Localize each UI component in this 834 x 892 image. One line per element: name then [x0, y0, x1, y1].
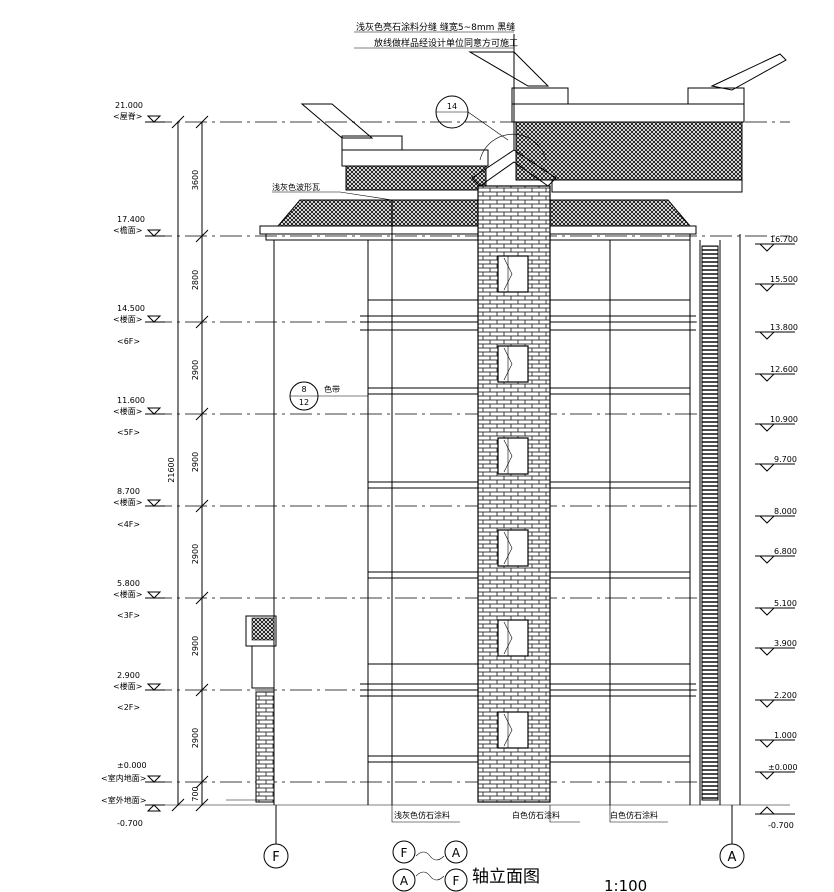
level-label: <楼面> [113, 314, 142, 324]
floor-label: <6F> [117, 337, 140, 346]
level-value: 14.500 [117, 304, 145, 313]
level-value: 1.000 [774, 731, 797, 740]
note-material-mid: 白色仿石涂料 [512, 810, 560, 820]
level-label: <楼面> [113, 406, 142, 416]
level-value: 5.100 [774, 599, 797, 608]
level-value: 8.000 [774, 507, 797, 516]
level-value: 3.900 [774, 639, 797, 648]
level-value: 8.700 [117, 487, 140, 496]
solar-panel-right [710, 53, 787, 91]
note-top-line2: 放线做样品经设计单位同意方可施工 [374, 37, 518, 49]
roof-parapet-center [511, 87, 569, 105]
level-value: 17.400 [117, 215, 145, 224]
level-value: 15.500 [770, 275, 798, 284]
level-value: 5.800 [117, 579, 140, 588]
annotations: 浅灰色亮石涂料分缝 缝宽5~8mm 黑缝 放线做样品经设计单位同意方可施工 14… [272, 21, 668, 823]
axis-circle-right [719, 843, 745, 869]
level-label: <檐面> [113, 225, 142, 235]
level-value: 21.000 [115, 101, 143, 110]
level-label: <楼面> [113, 681, 142, 691]
level-value: 16.700 [770, 235, 798, 244]
detail-callout-band-num: 8 [301, 385, 306, 394]
right-level-markers: 16.700 15.500 13.800 12.600 10.900 9.700… [755, 235, 798, 830]
dimension-segment: 2800 [191, 270, 200, 290]
title-scale: 1:100 [604, 877, 647, 892]
dimension-total: 21600 [167, 457, 176, 482]
level-value: 10.900 [770, 415, 798, 424]
floor-label: <5F> [117, 428, 140, 437]
title-axis-to-2: F [453, 874, 460, 888]
roof [259, 34, 787, 241]
title-axis-from-2: A [400, 874, 409, 888]
level-lines [150, 121, 790, 806]
axis-label-left: F [272, 850, 279, 865]
dimension-segment: 2900 [191, 728, 200, 748]
eave-tiles-left [276, 199, 481, 227]
level-value: 6.800 [774, 547, 797, 556]
level-label: <室内地面> [101, 773, 146, 783]
level-value: 13.800 [770, 323, 798, 332]
note-cornice: 色带 [324, 384, 340, 394]
note-top-line1: 浅灰色亮石涂料分缝 缝宽5~8mm 黑缝 [356, 21, 515, 33]
floor-label: <4F> [117, 520, 140, 529]
axis-markers: F A [263, 805, 745, 869]
detail-callout-top-num: 14 [447, 102, 457, 111]
balcony-rail [701, 245, 719, 801]
level-value: ±0.000 [768, 763, 798, 772]
dimension-segment: 2900 [191, 452, 200, 472]
solar-panel-center [468, 51, 550, 87]
drawing-title: F A A F 轴立面图 1:100 [392, 840, 647, 892]
level-value: 12.600 [770, 365, 798, 374]
level-label: <屋脊> [113, 111, 142, 121]
eave-tiles-right [547, 199, 692, 227]
axis-label-right: A [728, 850, 737, 865]
level-label: <室外地面> [101, 795, 146, 805]
dimension-chain: 21600 3600 2800 2900 2900 2900 2900 2900… [167, 115, 209, 812]
title-axis-to-1: A [452, 846, 461, 860]
level-value: 2.200 [774, 691, 797, 700]
roof-parapet-right [687, 87, 745, 105]
dimension-segment: 700 [191, 786, 200, 801]
level-value: 9.700 [774, 455, 797, 464]
level-value: 2.900 [117, 671, 140, 680]
facade [226, 200, 741, 805]
dimension-segment: 3600 [191, 170, 200, 190]
level-label: <楼面> [113, 497, 142, 507]
title-axis-from-1: F [401, 846, 408, 860]
level-value: ±0.000 [117, 761, 147, 770]
axis-circle-left [263, 843, 289, 869]
level-value: -0.700 [117, 819, 143, 828]
left-level-markers: 21.000 <屋脊> 17.400 <檐面> 14.500 <楼面> <6F>… [101, 101, 165, 828]
roof-tiles-mid [345, 165, 487, 191]
note-material-right: 白色仿石涂料 [610, 810, 658, 820]
solar-panel-left [300, 103, 374, 139]
tower-windows [497, 255, 529, 749]
detail-callout-band-den: 12 [299, 398, 309, 407]
title-text: 轴立面图 [472, 867, 540, 887]
level-value: -0.700 [768, 821, 794, 830]
level-value: 11.600 [117, 396, 145, 405]
dimension-segment: 2900 [191, 360, 200, 380]
floor-label: <3F> [117, 611, 140, 620]
floor-label: <2F> [117, 703, 140, 712]
dimension-segment: 2900 [191, 544, 200, 564]
note-material-left: 浅灰色仿石涂料 [394, 810, 450, 820]
roof-tiles-upper [515, 121, 743, 181]
note-roof-tile: 浅灰色波形瓦 [272, 182, 320, 192]
level-label: <楼面> [113, 589, 142, 599]
dimension-segment: 2900 [191, 636, 200, 656]
